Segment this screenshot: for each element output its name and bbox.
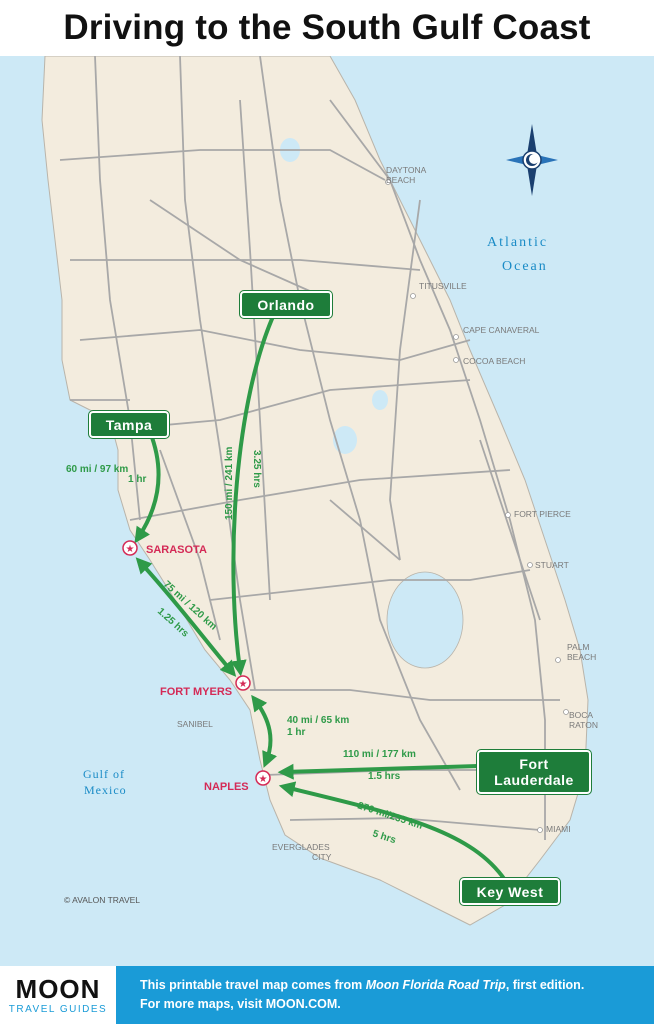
lake-okeechobee (386, 571, 464, 669)
key-west-sign-label: Key West (476, 883, 544, 900)
tampa-distance: 60 mi / 97 km (66, 464, 128, 475)
cocoa-beach-label: COCOA BEACH (463, 356, 525, 366)
orlando-sign-label: Orlando (257, 296, 315, 313)
footer-band: This printable travel map comes from Moo… (116, 966, 654, 1024)
fort-myers-star: ★ (235, 675, 251, 691)
cocoa-beach-dot (453, 357, 459, 363)
stuart-label: STUART (535, 560, 569, 570)
cape-canaveral-dot (453, 334, 459, 340)
route-tampa-sarasota (134, 431, 161, 544)
road-network (59, 56, 560, 840)
atlantic-label-1: Atlantic (487, 235, 548, 250)
titusville-dot (410, 293, 416, 299)
boca-raton-label-2: RATON (569, 720, 598, 730)
orlando-distance: 150 mi / 241 km (224, 447, 235, 520)
title-bar: Driving to the South Gulf Coast (0, 0, 654, 56)
tampa-time: 1 hr (128, 474, 146, 485)
tampa-sign-label: Tampa (105, 416, 153, 433)
fort-lauderdale-sign-label-1: Fort (519, 756, 549, 772)
cape-canaveral-label: CAPE CANAVERAL (463, 325, 540, 335)
sarasota-star: ★ (122, 540, 138, 556)
naples-star: ★ (255, 770, 271, 786)
lauderdale-time: 1.5 hrs (368, 771, 401, 782)
naples-label: NAPLES (204, 781, 249, 793)
miami-label: MIAMI (546, 824, 571, 834)
credit-text: © AVALON TRAVEL (64, 895, 140, 905)
moon-logo-word: MOON (15, 973, 101, 1004)
daytona-label-2: BEACH (386, 175, 415, 185)
lake-small-3 (372, 390, 388, 410)
route-lauderdale-naples (277, 763, 479, 780)
everglades-label-1: EVERGLADES (272, 842, 330, 852)
florida-map: ★ ★ ★ SARASOTA FORT MYERS NAPLES DAYTONA (0, 56, 654, 966)
sarasota-label: SARASOTA (146, 544, 207, 556)
fort-pierce-dot (505, 512, 511, 518)
moon-logo-subtitle: TRAVEL GUIDES (8, 1003, 108, 1015)
compass-rose-icon (506, 124, 558, 196)
palm-beach-label-2: BEACH (567, 652, 596, 662)
naples-time: 1 hr (287, 727, 305, 738)
tampa-sign: Tampa (88, 410, 170, 439)
daytona-label-1: DAYTONA (386, 165, 427, 175)
lauderdale-distance: 110 mi / 177 km (343, 749, 416, 760)
gulf-label-1: Gulf of (83, 767, 125, 781)
boca-raton-label-1: BOCA (569, 710, 593, 720)
palm-beach-label-1: PALM (567, 642, 590, 652)
gulf-label-2: Mexico (84, 783, 127, 797)
fort-myers-label: FORT MYERS (160, 686, 232, 698)
svg-text:★: ★ (239, 679, 248, 690)
page-title: Driving to the South Gulf Coast (63, 8, 591, 47)
svg-text:★: ★ (259, 774, 268, 785)
palm-beach-dot (555, 657, 561, 663)
fort-pierce-label: FORT PIERCE (514, 509, 571, 519)
fort-lauderdale-sign-label-2: Lauderdale (494, 772, 574, 788)
key-west-sign: Key West (459, 877, 561, 906)
stuart-dot (527, 562, 533, 568)
svg-text:★: ★ (126, 544, 135, 555)
routes (134, 311, 507, 882)
naples-distance: 40 mi / 65 km (287, 715, 349, 726)
daytona-dot (385, 179, 391, 185)
footer-line-2: For more maps, visit MOON.COM. (140, 997, 341, 1011)
orlando-sign: Orlando (239, 290, 333, 319)
moon-logo: MOON TRAVEL GUIDES (0, 966, 116, 1024)
orlando-time: 3.25 hrs (251, 450, 262, 488)
boca-raton-dot (563, 709, 569, 715)
route-sarasota-fort-myers (135, 557, 237, 677)
sanibel-label: SANIBEL (177, 719, 213, 729)
atlantic-label-2: Ocean (502, 259, 548, 274)
everglades-label-2: CITY (312, 852, 332, 862)
footer-line-1: This printable travel map comes from Moo… (140, 978, 585, 992)
route-fort-myers-naples (251, 694, 278, 768)
fort-lauderdale-sign: Fort Lauderdale (476, 749, 592, 795)
route-keywest-naples (278, 781, 507, 882)
titusville-label: TITUSVILLE (419, 281, 467, 291)
miami-dot (537, 827, 543, 833)
